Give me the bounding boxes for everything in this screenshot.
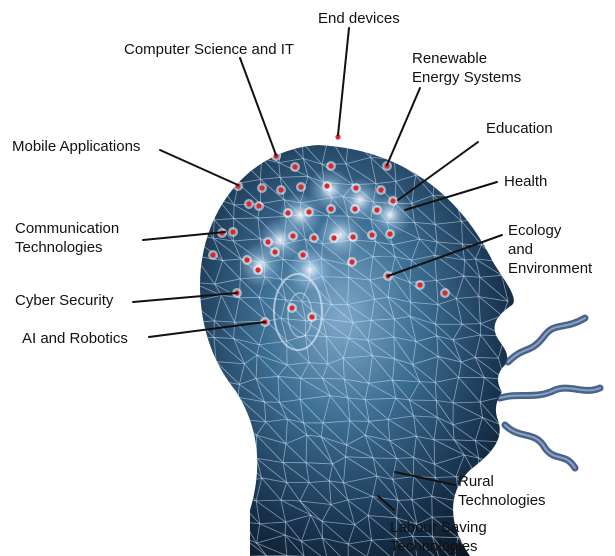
label-ecology: Ecology and Environment: [508, 222, 593, 277]
red-node: [417, 282, 423, 288]
red-node: [378, 187, 384, 193]
red-node: [352, 206, 358, 212]
red-node: [374, 207, 380, 213]
label-cyber-security: Cyber Security: [15, 292, 114, 309]
red-node: [353, 185, 359, 191]
ear: [273, 273, 323, 351]
red-node: [328, 163, 334, 169]
red-node: [300, 252, 306, 258]
red-node: [210, 252, 216, 258]
label-health: Health: [504, 173, 548, 190]
red-node: [309, 314, 315, 320]
red-node: [442, 290, 448, 296]
line-health: [404, 181, 498, 211]
red-node: [298, 184, 304, 190]
line-computer-science: [239, 57, 277, 156]
line-ecology: [387, 234, 503, 277]
red-node: [230, 229, 236, 235]
line-end-devices: [337, 27, 350, 136]
red-node: [306, 209, 312, 215]
line-rural: [394, 471, 456, 486]
red-node: [289, 305, 295, 311]
label-ai-robotics: AI and Robotics: [22, 330, 128, 347]
red-node: [290, 233, 296, 239]
line-cyber-security: [132, 292, 238, 303]
red-node: [273, 153, 279, 159]
line-renewable: [386, 87, 421, 166]
line-mobile-apps: [159, 149, 239, 186]
red-node: [259, 185, 265, 191]
red-node: [292, 164, 298, 170]
red-node: [349, 259, 355, 265]
red-node: [285, 210, 291, 216]
red-node: [335, 134, 341, 140]
red-node: [272, 249, 278, 255]
red-node: [246, 201, 252, 207]
brain-nodes: [208, 132, 450, 327]
leader-lines: [132, 27, 503, 511]
red-node: [256, 203, 262, 209]
red-node: [255, 267, 261, 273]
label-communication: Communication Technologies: [15, 220, 120, 256]
red-node: [390, 198, 396, 204]
red-node: [244, 257, 250, 263]
label-computer-science: Computer Science and IT: [124, 41, 295, 58]
red-node: [387, 231, 393, 237]
label-end-devices: End devices: [318, 10, 400, 27]
red-node: [278, 187, 284, 193]
line-communication: [142, 231, 226, 241]
red-node: [324, 183, 330, 189]
red-node: [369, 232, 375, 238]
label-mobile-applications: Mobile Applications: [12, 138, 141, 155]
line-ai-robotics: [148, 321, 266, 338]
label-labour-saving: Labour Saving Technologies: [390, 519, 487, 555]
wireframe-mesh: [200, 145, 509, 556]
red-node: [350, 234, 356, 240]
label-renewable-energy: Renewable Energy Systems: [412, 50, 522, 86]
line-education: [397, 141, 479, 201]
breath-wisps: [496, 314, 604, 472]
line-labour: [377, 495, 395, 511]
red-node: [328, 206, 334, 212]
label-education: Education: [486, 120, 553, 137]
red-node: [331, 235, 337, 241]
red-node: [311, 235, 317, 241]
label-rural-technologies: Rural Technologies: [458, 473, 546, 509]
red-node: [265, 239, 271, 245]
